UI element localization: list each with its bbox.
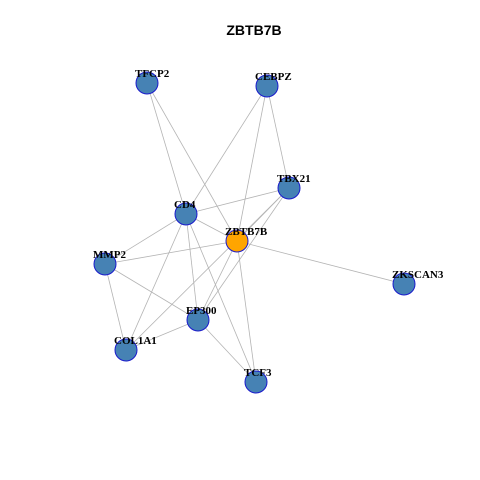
node-label-zkscan3: ZKSCAN3 — [392, 269, 444, 281]
edge-mmp2-col1a1 — [104, 263, 127, 351]
edge-cebpz-zbtb7b — [236, 85, 268, 242]
edge-zbtb7b-tcf3 — [236, 240, 257, 383]
node-label-col1a1: COL1A1 — [114, 335, 157, 347]
node-label-cd4: CD4 — [174, 199, 196, 211]
edge-cebpz-tbx21 — [266, 85, 290, 189]
edge-zbtb7b-mmp2 — [104, 240, 238, 265]
edge-zbtb7b-ep300 — [197, 240, 238, 321]
node-ep300 — [186, 308, 210, 332]
edge-tbx21-col1a1 — [125, 187, 290, 351]
node-label-mmp2: MMP2 — [93, 249, 126, 261]
diagram-title: ZBTB7B — [226, 22, 281, 38]
node-label-ep300: EP300 — [186, 305, 217, 317]
node-label-tcf3: TCF3 — [244, 367, 272, 379]
edge-ep300-col1a1 — [125, 319, 199, 351]
edge-tbx21-ep300 — [197, 187, 290, 321]
edge-mmp2-ep300 — [104, 263, 199, 321]
node-label-tfcp2: TFCP2 — [135, 68, 170, 80]
edge-tfcp2-cd4 — [146, 82, 187, 215]
node-zbtb7b — [225, 229, 249, 253]
edges-layer — [104, 82, 405, 383]
node-cd4 — [174, 202, 198, 226]
edge-cebpz-cd4 — [185, 85, 268, 215]
edge-cd4-col1a1 — [125, 213, 187, 351]
node-mmp2 — [93, 252, 117, 276]
node-tbx21 — [277, 176, 301, 200]
edge-cd4-mmp2 — [104, 213, 187, 265]
node-tfcp2 — [135, 71, 159, 95]
edge-zbtb7b-zkscan3 — [236, 240, 405, 285]
node-label-tbx21: TBX21 — [277, 173, 311, 185]
node-cebpz — [255, 74, 279, 98]
edge-cd4-tcf3 — [185, 213, 257, 383]
edge-ep300-tcf3 — [197, 319, 257, 383]
edge-tbx21-cd4 — [185, 187, 290, 215]
node-label-cebpz: CEBPZ — [255, 71, 292, 83]
node-zkscan3 — [392, 272, 416, 296]
node-col1a1 — [114, 338, 138, 362]
nodes-layer — [93, 71, 416, 394]
node-tcf3 — [244, 370, 268, 394]
node-label-zbtb7b: ZBTB7B — [225, 226, 268, 238]
edge-tfcp2-zbtb7b — [146, 82, 238, 242]
edge-cd4-ep300 — [185, 213, 199, 321]
